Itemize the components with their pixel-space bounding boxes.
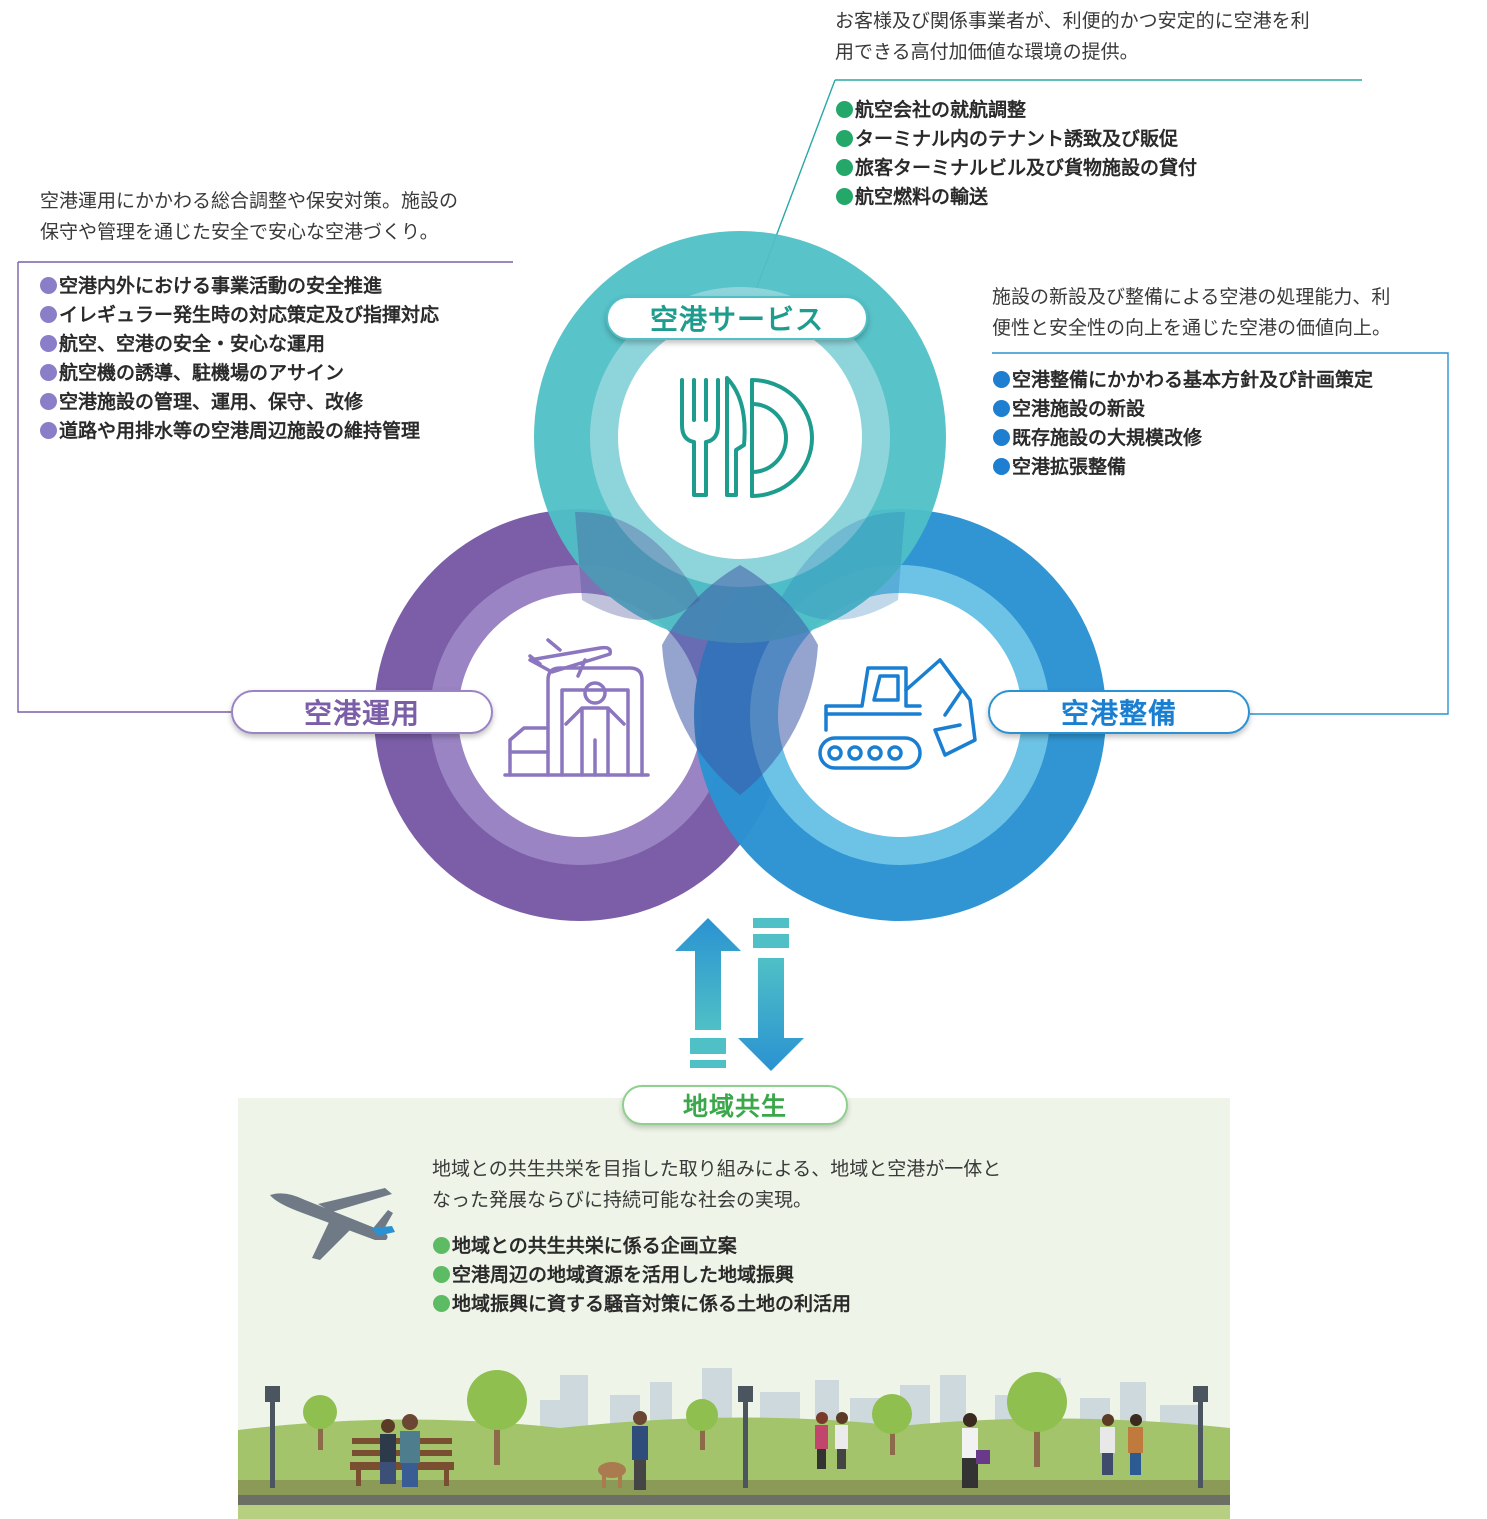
list-item: 道路や用排水等の空港周辺施設の維持管理 (40, 417, 439, 446)
list-item: 空港整備にかかわる基本方針及び計画策定 (993, 366, 1373, 395)
bullet-dot (40, 335, 57, 352)
maintenance-desc-line: 施設の新設及び整備による空港の処理能力、利 (992, 286, 1391, 308)
maintenance-desc-line: 便性と安全性の向上を通じた空港の価値向上。 (992, 317, 1392, 339)
service-desc-line: 用できる高付加価値な環境の提供。 (835, 41, 1139, 63)
connector-lines (17, 79, 1449, 715)
operation-desc-line: 保守や管理を通じた安全で安心な空港づくり。 (40, 221, 439, 243)
list-item: 旅客ターミナルビル及び貨物施設の貸付 (836, 154, 1197, 183)
list-item: 空港施設の新設 (993, 395, 1373, 424)
list-item: 空港内外における事業活動の安全推進 (40, 272, 439, 301)
bullet-dot (433, 1266, 450, 1283)
community-desc-line: 地域との共生共栄を目指した取り組みによる、地域と空港が一体と (432, 1158, 1002, 1180)
list-item: 空港拡張整備 (993, 453, 1373, 482)
list-item: 地域との共生共栄に係る企画立案 (433, 1232, 851, 1261)
community-description: 地域との共生共栄を目指した取り組みによる、地域と空港が一体と なった発展ならびに… (432, 1154, 1001, 1216)
list-item: ターミナル内のテナント誘致及び販促 (836, 125, 1197, 154)
operation-label: 空港運用 (231, 690, 493, 734)
bullet-dot (433, 1237, 450, 1254)
bullet-dot (836, 159, 853, 176)
bullet-dot (40, 306, 57, 323)
list-item: 航空機の誘導、駐機場のアサイン (40, 359, 439, 388)
bullet-dot (40, 364, 57, 381)
bullet-dot (993, 458, 1010, 475)
exchange-arrows-icon (675, 918, 804, 1071)
maintenance-description: 施設の新設及び整備による空港の処理能力、利 便性と安全性の向上を通じた空港の価値… (992, 282, 1391, 344)
maintenance-list: 空港整備にかかわる基本方針及び計画策定 空港施設の新設 既存施設の大規模改修 空… (993, 366, 1373, 482)
bullet-dot (993, 429, 1010, 446)
list-item: 航空会社の就航調整 (836, 96, 1197, 125)
operation-list: 空港内外における事業活動の安全推進 イレギュラー発生時の対応策定及び指揮対応 航… (40, 272, 439, 446)
airplane-icon (270, 1188, 395, 1260)
operation-desc-line: 空港運用にかかわる総合調整や保安対策。施設の (40, 190, 459, 212)
bullet-dot (836, 101, 853, 118)
service-desc-line: お客様及び関係事業者が、利便的かつ安定的に空港を利 (835, 10, 1310, 32)
service-list: 航空会社の就航調整 ターミナル内のテナント誘致及び販促 旅客ターミナルビル及び貨… (836, 96, 1197, 212)
bullet-dot (836, 188, 853, 205)
bullet-dot (993, 400, 1010, 417)
center-overlap (662, 565, 818, 795)
service-label: 空港サービス (606, 296, 868, 340)
security-gate-icon (503, 638, 650, 777)
list-item: 空港施設の管理、運用、保守、改修 (40, 388, 439, 417)
list-item: 既存施設の大規模改修 (993, 424, 1373, 453)
list-item: 空港周辺の地域資源を活用した地域振興 (433, 1261, 851, 1290)
bullet-dot (993, 371, 1010, 388)
bullet-dot (40, 422, 57, 439)
cutlery-plate-icon (680, 376, 814, 498)
operation-description: 空港運用にかかわる総合調整や保安対策。施設の 保守や管理を通じた安全で安心な空港… (40, 186, 458, 248)
list-item: 航空燃料の輸送 (836, 183, 1197, 212)
list-item: 地域振興に資する騒音対策に係る土地の利活用 (433, 1290, 851, 1319)
bullet-dot (40, 277, 57, 294)
community-desc-line: なった発展ならびに持続可能な社会の実現。 (432, 1189, 813, 1211)
maintenance-label: 空港整備 (988, 690, 1250, 734)
bullet-dot (433, 1295, 450, 1312)
bullet-dot (40, 393, 57, 410)
park-scene (238, 1368, 1230, 1519)
list-item: 航空、空港の安全・安心な運用 (40, 330, 439, 359)
excavator-icon (818, 658, 977, 770)
list-item: イレギュラー発生時の対応策定及び指揮対応 (40, 301, 439, 330)
community-label: 地域共生 (622, 1085, 848, 1125)
service-description: お客様及び関係事業者が、利便的かつ安定的に空港を利 用できる高付加価値な環境の提… (835, 6, 1310, 68)
bullet-dot (836, 130, 853, 147)
community-list: 地域との共生共栄に係る企画立案 空港周辺の地域資源を活用した地域振興 地域振興に… (433, 1232, 851, 1319)
